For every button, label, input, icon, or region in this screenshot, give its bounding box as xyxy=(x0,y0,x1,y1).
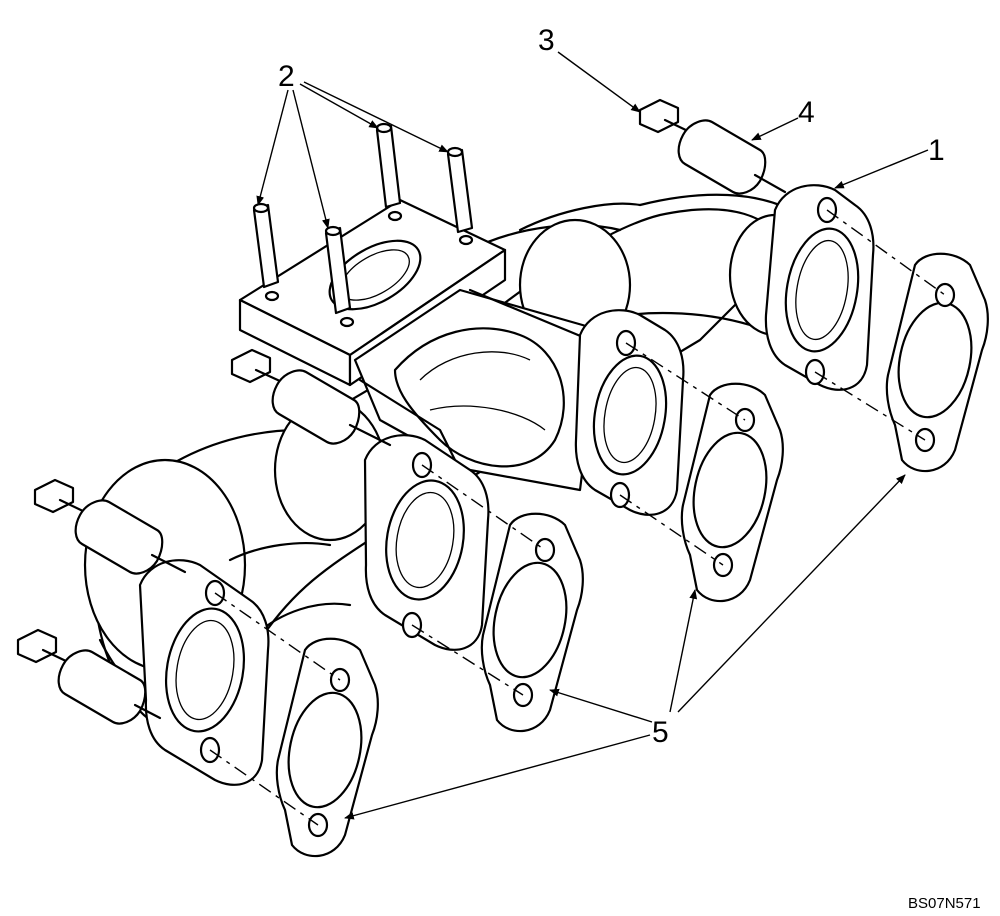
callout-3: 3 xyxy=(538,24,555,57)
stud xyxy=(252,202,280,289)
gasket xyxy=(680,382,784,603)
bolt-spacer-assembly xyxy=(230,348,392,447)
callout-5: 5 xyxy=(652,716,669,749)
callout-2: 2 xyxy=(278,60,295,93)
alignment-lines xyxy=(209,209,946,826)
gasket xyxy=(480,512,584,733)
gasket xyxy=(885,252,989,473)
bolt-spacer-assembly xyxy=(638,98,787,195)
stud xyxy=(446,146,474,234)
stud xyxy=(375,122,402,209)
port-flange xyxy=(574,309,685,516)
port-flange xyxy=(764,184,875,391)
stud xyxy=(324,225,352,315)
leader-lines xyxy=(256,51,929,820)
callout-1: 1 xyxy=(928,134,945,167)
callout-4: 4 xyxy=(798,96,815,129)
stud-group xyxy=(252,122,474,315)
drawing-code: BS07N571 xyxy=(908,895,981,912)
bolt-spacer-assembly xyxy=(16,628,162,725)
gasket xyxy=(275,637,379,858)
bolt-spacer-assembly xyxy=(33,478,187,575)
port-flange xyxy=(138,559,270,786)
